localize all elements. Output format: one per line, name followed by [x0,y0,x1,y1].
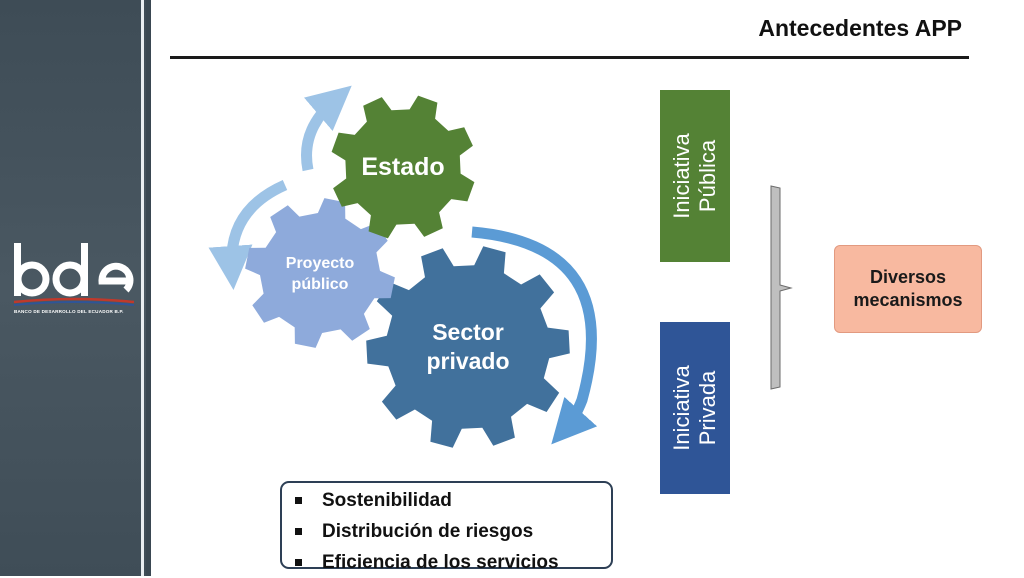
square-bullet-icon [295,559,302,566]
list-item: Sostenibilidad [292,485,611,516]
gear-sector-privado [366,246,570,448]
iniciativa-privada-box: Iniciativa Privada [660,322,730,494]
list-item: Eficiencia de los servicios [292,547,611,578]
list-item: Distribución de riesgos [292,516,611,547]
logo-tagline: BANCO DE DESARROLLO DEL ECUADOR B.P. [14,309,124,314]
sidebar-divider [146,0,151,576]
benefits-list: Sostenibilidad Distribución de riesgos E… [280,481,613,573]
iniciativa-publica-box: Iniciativa Pública [660,90,730,262]
square-bullet-icon [295,528,302,535]
slide-title: Antecedentes APP [758,15,962,41]
gear-estado-label: Estado [361,153,444,181]
mecanismos-line2: mecanismos [853,290,963,310]
iniciativa-privada-line2: Privada [695,370,720,446]
gear-sector-label-1: Sector [432,319,504,345]
gear-estado [331,95,475,239]
square-bullet-icon [295,497,302,504]
iniciativa-publica-line1: Iniciativa [669,133,694,219]
cycle-arrow-right [471,226,598,445]
diversos-mecanismos-box: Diversos mecanismos [834,245,982,333]
sidebar-divider-light [141,0,144,576]
gear-proyecto-label-2: público [292,276,349,293]
title-rule [170,56,969,59]
bde-logo [13,243,135,306]
gear-proyecto-publico [245,198,395,348]
grouping-bracket [770,185,793,390]
cycle-arrow-left [208,179,288,290]
cycle-arrow-top [301,85,352,172]
mecanismos-line1: Diversos [869,267,947,287]
iniciativa-publica-line2: Pública [695,139,720,213]
benefit-label: Distribución de riesgos [322,520,534,542]
benefit-label: Eficiencia de los servicios [322,551,559,573]
gear-proyecto-label-1: Proyecto [286,255,355,272]
gear-sector-label-2: privado [426,348,509,374]
benefit-label: Sostenibilidad [322,489,452,511]
iniciativa-privada-line1: Iniciativa [669,365,694,451]
